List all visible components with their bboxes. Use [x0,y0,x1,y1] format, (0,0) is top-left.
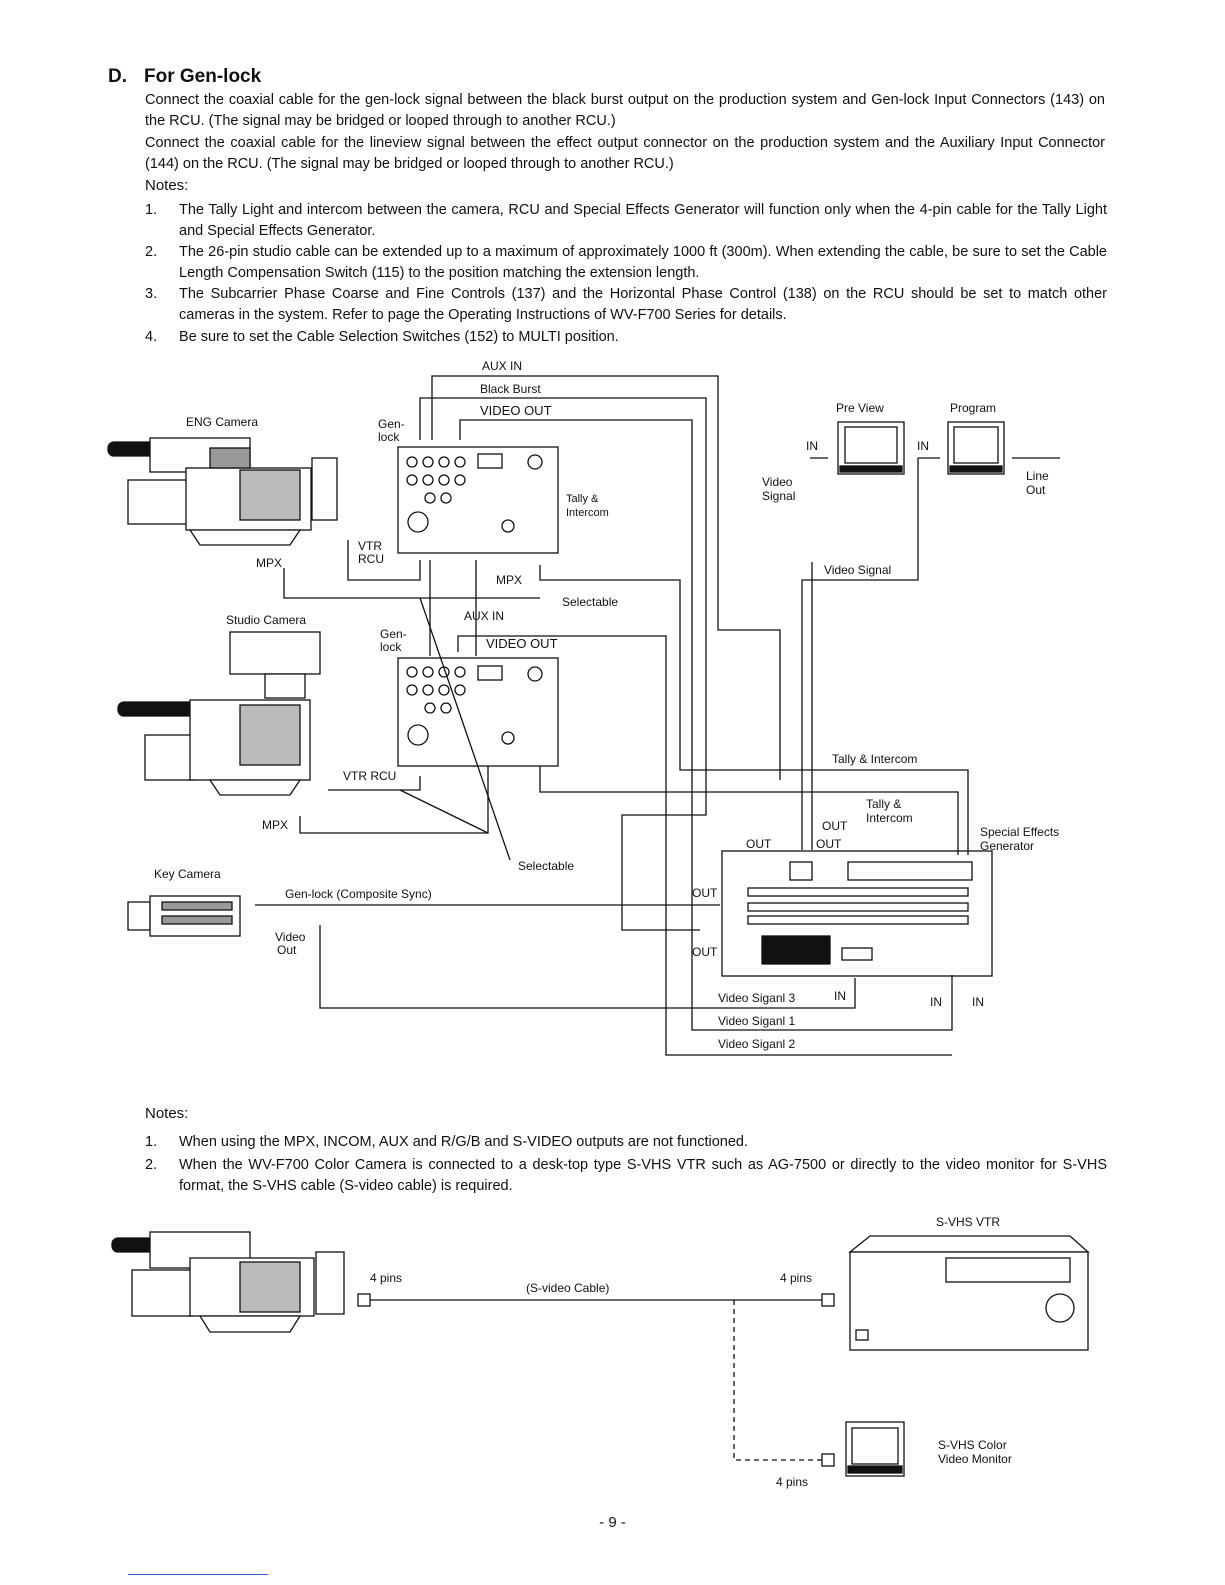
tally-label-2: Tally & [866,797,901,811]
video-signal-label: Video Signal [824,563,891,577]
note-text: The 26-pin studio cable can be extended … [179,244,1107,281]
intro-paragraph-1: Connect the coaxial cable for the gen-lo… [145,92,1105,129]
program-label: Program [950,401,996,415]
rcu-label: RCU [358,552,384,566]
note2-text: When using the MPX, INCOM, AUX and R/G/B… [179,1134,748,1150]
diagram-cables [255,375,1060,1056]
note2-number: 1. [145,1134,158,1150]
eng-camera-drawing [107,437,338,546]
svhs-cables [357,1293,835,1467]
special-effects-generator [721,850,993,977]
out-label-5: OUT [692,945,718,959]
key-camera-label: Key Camera [154,867,221,881]
note-text: The Subcarrier Phase Coarse and Fine Con… [179,286,1107,323]
footer-rule [128,1574,268,1575]
in-label-3: IN [834,989,846,1003]
note-item: 1. The Tally Light and intercom between … [145,200,1107,242]
preview-label: Pre View [836,401,884,415]
section-heading: D. For Gen-lock [108,66,261,88]
out-label-4: OUT [692,886,718,900]
svhs-vtr-label: S-VHS VTR [936,1215,1000,1229]
pins-label-3: 4 pins [776,1475,808,1489]
intro-paragraph-2: Connect the coaxial cable for the linevi… [145,135,1105,172]
pins-label-2: 4 pins [780,1271,812,1285]
selectable-label-1: Selectable [562,595,618,609]
section-letter: D. [108,66,127,87]
svhs-diagram: S-VHS VTR 4 pins (S-video Cable) 4 pins … [111,1215,1090,1489]
genlock-diagram: AUX IN Black Burst VIDEO OUT ENG Camera … [107,359,1060,1056]
section-title: For Gen-lock [144,66,262,87]
svhs-color-label: S-VHS Color [938,1438,1007,1452]
video-signal-1-label: Video Siganl 1 [718,1014,796,1028]
video-signal-label-a: Video [762,475,793,489]
mpx-label-1: MPX [256,556,282,570]
generator-label: Generator [980,839,1034,853]
mpx-label-3: MPX [262,818,288,832]
video-signal-2-label: Video Siganl 2 [718,1037,796,1051]
out-label-2: OUT [746,837,772,851]
note-number: 3. [145,286,158,302]
pins-label-1: 4 pins [370,1271,402,1285]
vtr-rcu-label: VTR RCU [343,769,396,783]
selectable-label-2: Selectable [518,859,574,873]
video-out-label: VIDEO OUT [480,403,552,418]
note-item: 4. Be sure to set the Cable Selection Sw… [145,327,1107,349]
rcu-unit-1 [397,446,559,554]
video-signal-3-label: Video Siganl 3 [718,991,796,1005]
studio-camera-label: Studio Camera [226,613,306,627]
svhs-monitor-drawing [845,1421,905,1477]
note2-item: 1. When using the MPX, INCOM, AUX and R/… [145,1132,1107,1154]
in-label-2: IN [917,439,929,453]
intercom-label-2: Intercom [866,811,913,825]
eng-camera-label: ENG Camera [186,415,258,429]
video-out-key-a: Video [275,930,306,944]
genlock-label-2a: Gen- [380,627,407,641]
note2-number: 2. [145,1157,158,1173]
note-text: The Tally Light and intercom between the… [179,202,1107,239]
note-number: 2. [145,244,158,260]
in-label-5: IN [972,995,984,1009]
aux-in-label: AUX IN [482,359,522,373]
studio-camera-drawing [117,631,321,796]
video-out-label-2: VIDEO OUT [486,636,558,651]
camera-drawing-2 [111,1231,345,1333]
tally-intercom-label: Tally & Intercom [832,752,917,766]
video-out-key-b: Out [277,943,297,957]
preview-monitor [837,421,905,475]
note-item: 3. The Subcarrier Phase Coarse and Fine … [145,284,1107,326]
black-burst-label: Black Burst [480,382,541,396]
vtr-label: VTR [358,539,382,553]
video-signal-label-b: Signal [762,489,795,503]
svideo-cable-label: (S-video Cable) [526,1281,609,1295]
genlock-composite-label: Gen-lock (Composite Sync) [285,887,432,901]
genlock-label-2b: lock [380,640,402,654]
out-label-3: OUT [816,837,842,851]
genlock-label-1b: lock [378,430,400,444]
svhs-vtr-drawing [848,1235,1090,1351]
in-label-1: IN [806,439,818,453]
genlock-label-1a: Gen- [378,417,405,431]
note2-item: 2. When the WV-F700 Color Camera is conn… [145,1155,1107,1197]
program-monitor [947,421,1005,475]
key-camera-drawing [127,895,241,937]
note-item: 2. The 26-pin studio cable can be extend… [145,242,1107,284]
in-label-4: IN [930,995,942,1009]
intercom-label-1: Intercom [566,507,609,519]
note-text: Be sure to set the Cable Selection Switc… [179,329,619,345]
out-label-1: OUT [822,819,848,833]
line-out-label-a: Line [1026,469,1049,483]
notes-title: Notes: [145,177,189,194]
mpx-label-2: MPX [496,573,522,587]
note-number: 1. [145,202,158,218]
rcu-unit-2 [397,657,559,767]
aux-in-label-2: AUX IN [464,609,504,623]
video-monitor-label: Video Monitor [938,1452,1012,1466]
notes2-title: Notes: [145,1105,189,1122]
special-effects-label: Special Effects [980,825,1059,839]
note2-text: When the WV-F700 Color Camera is connect… [179,1157,1107,1194]
tally-label-1: Tally & [566,493,599,505]
line-out-label-b: Out [1026,483,1046,497]
page-number: - 9 - [599,1514,626,1531]
note-number: 4. [145,329,158,345]
